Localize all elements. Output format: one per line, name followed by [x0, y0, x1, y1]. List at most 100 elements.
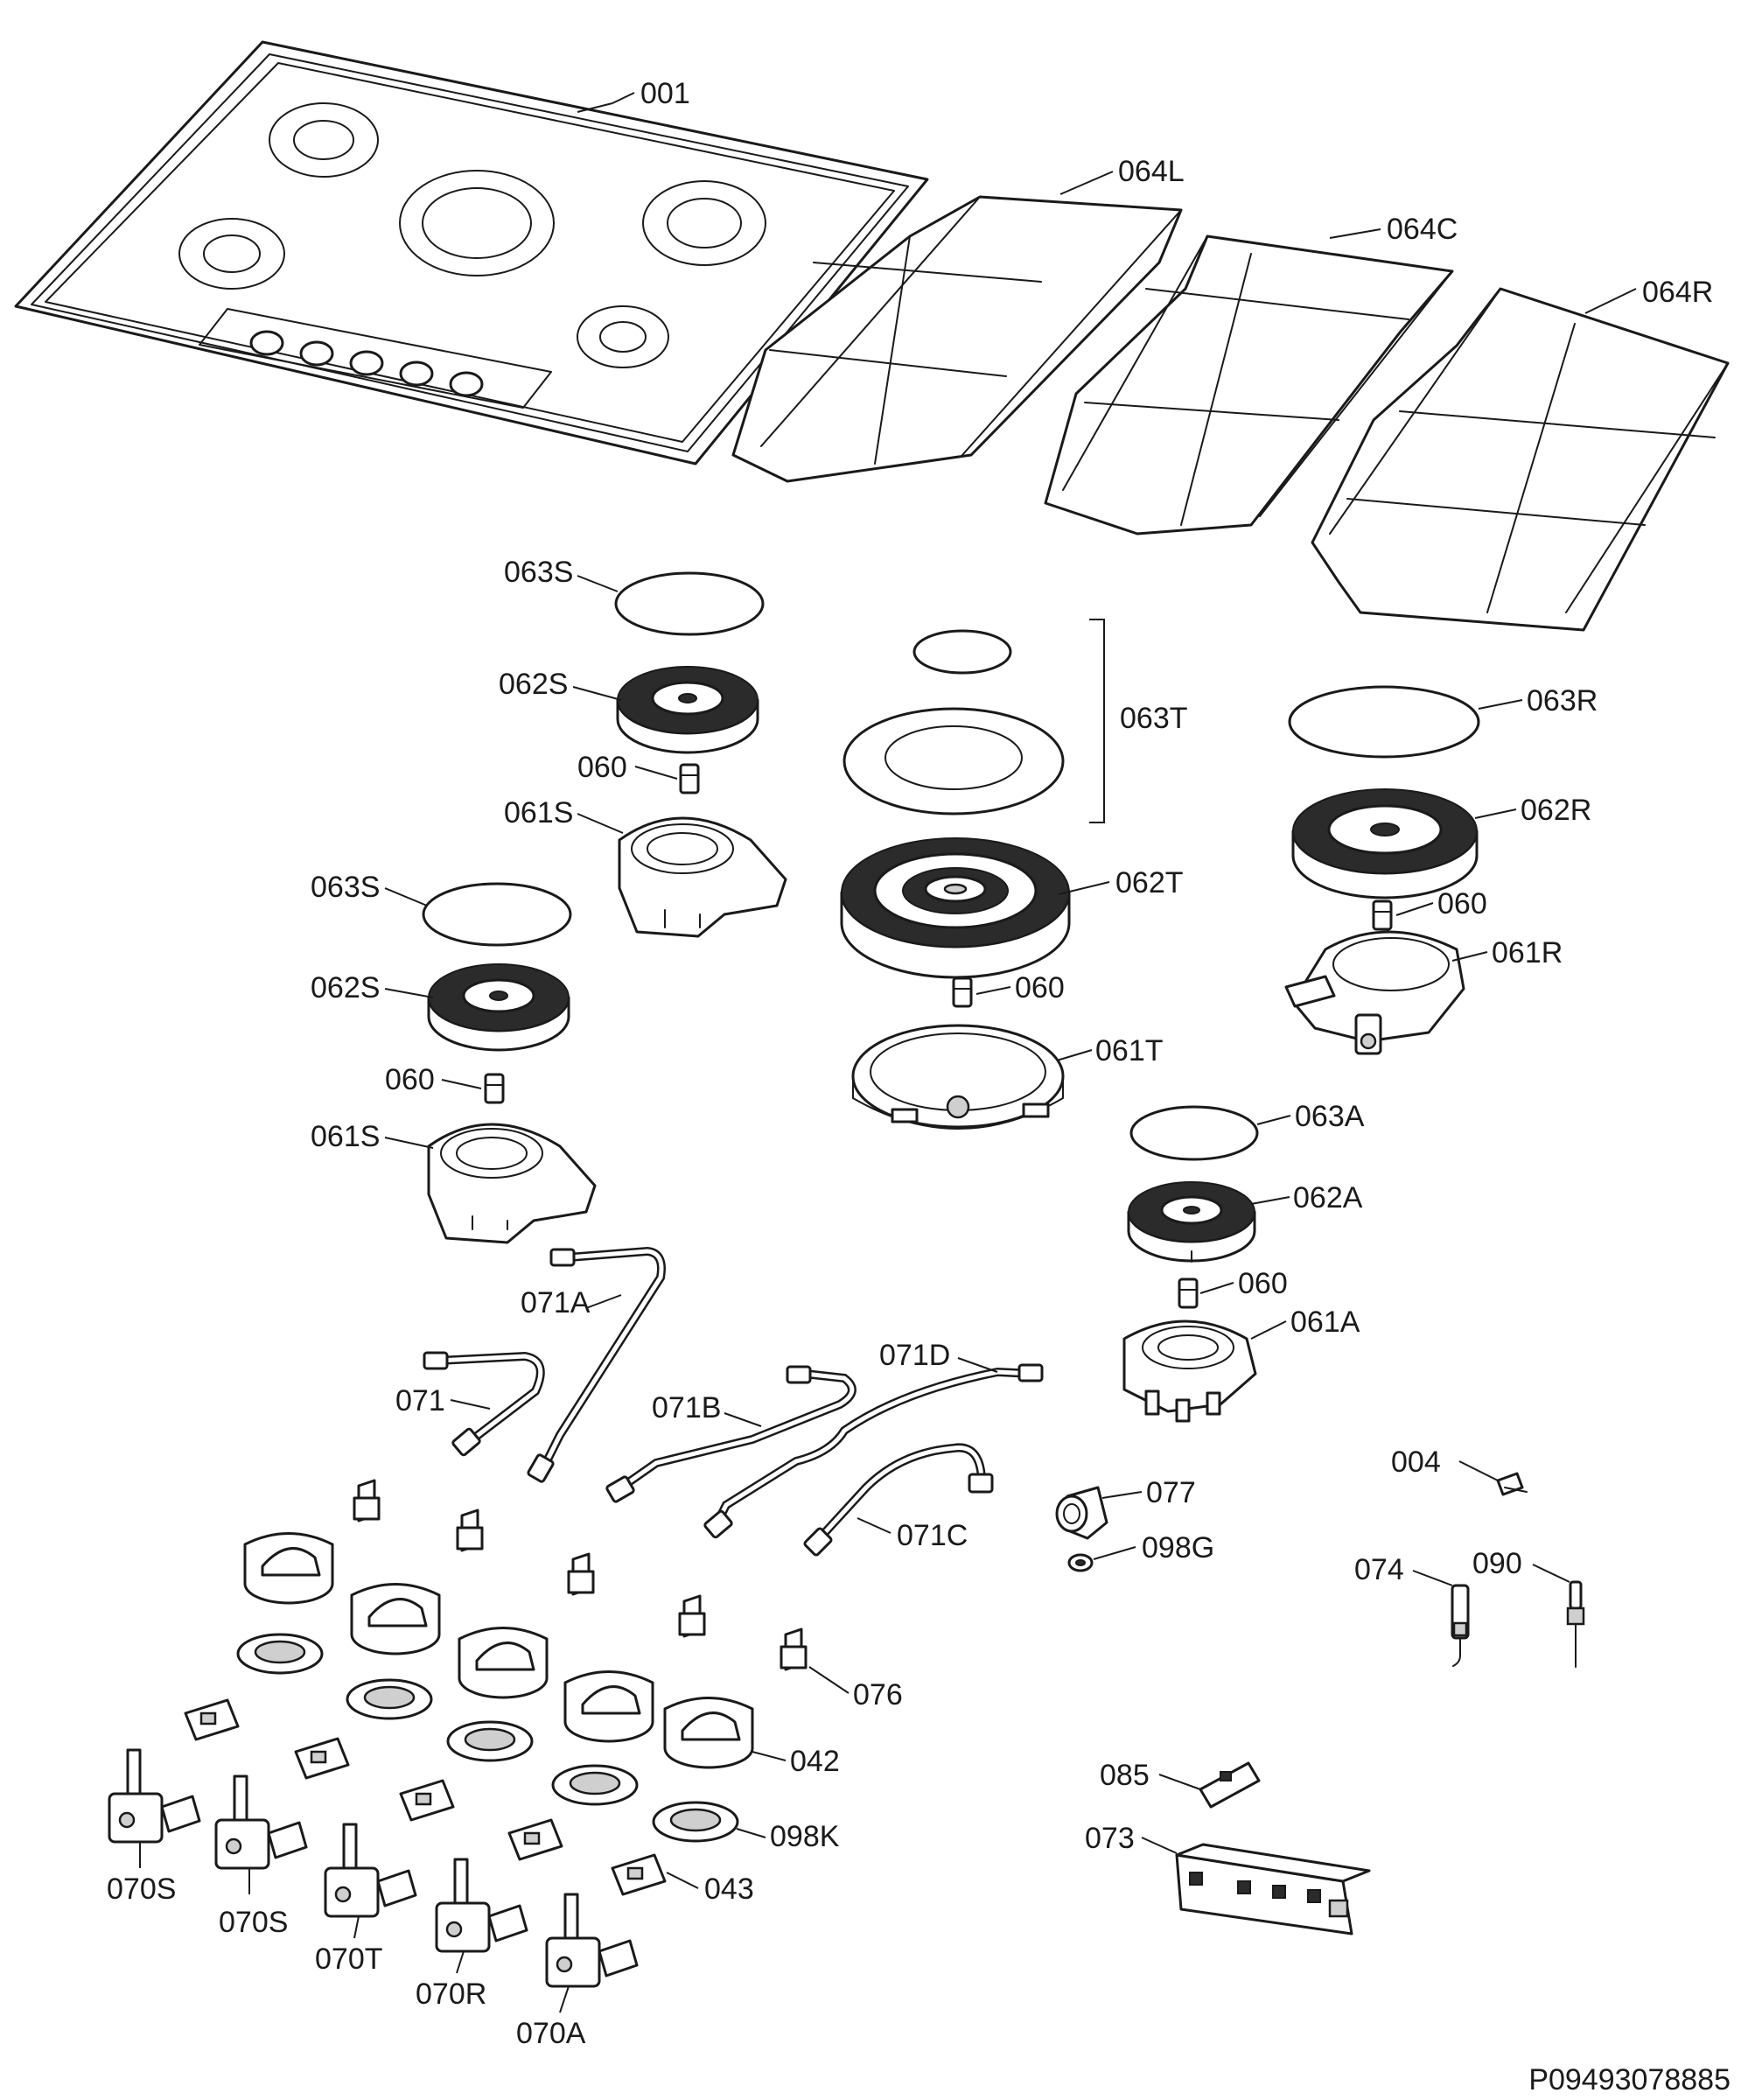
drawing-code: P09493078885: [1528, 2063, 1731, 2096]
burner-crown-062R[interactable]: [1291, 788, 1479, 900]
burner-cap-063S-lower[interactable]: [422, 882, 572, 947]
burner-crown-062T[interactable]: [840, 837, 1071, 979]
leader-071B: [724, 1412, 762, 1427]
spark-generator-073[interactable]: [1175, 1843, 1371, 1936]
label-061R: 061R: [1492, 936, 1563, 970]
burner-base-061A[interactable]: [1122, 1320, 1257, 1423]
label-062A: 062A: [1293, 1181, 1363, 1214]
label-070S-2: 070S: [219, 1906, 288, 1939]
burner-base-061T[interactable]: [851, 1024, 1065, 1130]
label-063A: 063A: [1295, 1100, 1365, 1133]
label-074: 074: [1354, 1553, 1404, 1586]
injector-060-right[interactable]: [1372, 900, 1393, 931]
leader-064L: [1059, 171, 1114, 195]
label-098K: 098K: [770, 1820, 840, 1853]
burner-cap-063R[interactable]: [1288, 685, 1480, 759]
label-062S-lower: 062S: [311, 971, 380, 1004]
burner-cap-063A[interactable]: [1129, 1105, 1259, 1161]
label-064R: 064R: [1642, 276, 1713, 309]
leader-073: [1141, 1837, 1178, 1854]
injector-060-center[interactable]: [952, 976, 973, 1008]
pan-support-center[interactable]: [1044, 234, 1454, 536]
label-043: 043: [704, 1872, 754, 1906]
label-064C: 064C: [1387, 213, 1458, 246]
leader-064C: [1329, 228, 1381, 239]
label-076: 076: [853, 1678, 903, 1712]
leader-070A: [559, 1985, 570, 2013]
burner-cap-063S-upper[interactable]: [614, 571, 765, 636]
brackets-076[interactable]: [353, 1479, 808, 1671]
gas-pipe-071A[interactable]: [527, 1246, 666, 1483]
gas-pipe-071D[interactable]: [703, 1363, 1044, 1539]
burner-crown-062S-upper[interactable]: [616, 666, 759, 754]
burner-base-061S-upper[interactable]: [618, 816, 787, 938]
label-001: 001: [640, 77, 690, 110]
injector-060-aux[interactable]: [1178, 1278, 1199, 1309]
gas-pipe-071B[interactable]: [605, 1365, 857, 1503]
knob-bezels-098K[interactable]: [236, 1633, 739, 1843]
leader-062A: [1250, 1196, 1290, 1205]
leader-061T: [1056, 1049, 1093, 1061]
pan-support-left[interactable]: [731, 195, 1183, 483]
leader-077: [1101, 1491, 1143, 1499]
seal-098G[interactable]: [1067, 1553, 1094, 1572]
gas-tap-070R[interactable]: [435, 1858, 528, 1953]
injector-060-lower[interactable]: [484, 1073, 505, 1104]
gas-pipe-071[interactable]: [423, 1351, 545, 1457]
burner-base-061S-lower[interactable]: [427, 1123, 597, 1244]
gas-tap-070S-2[interactable]: [214, 1774, 308, 1870]
label-060-aux: 060: [1238, 1267, 1288, 1300]
label-063S-lower: 063S: [311, 871, 380, 904]
leader-042: [752, 1751, 787, 1761]
leader-001b: [577, 102, 613, 113]
label-071B: 071B: [652, 1391, 721, 1424]
burner-crown-062S-lower[interactable]: [427, 963, 570, 1052]
clip-004[interactable]: [1496, 1472, 1528, 1496]
burner-crown-062A[interactable]: [1127, 1181, 1256, 1263]
leader-060-aux: [1199, 1282, 1234, 1294]
gas-tap-070A[interactable]: [545, 1893, 639, 1988]
label-064L: 064L: [1118, 155, 1185, 188]
label-060-lower: 060: [385, 1063, 435, 1096]
label-077: 077: [1146, 1476, 1196, 1509]
burner-base-061R[interactable]: [1284, 930, 1465, 1055]
leader-060-center: [975, 986, 1011, 995]
label-061S-upper: 061S: [504, 796, 573, 830]
gas-tap-070T[interactable]: [324, 1823, 417, 1918]
label-071A: 071A: [521, 1286, 591, 1320]
leader-071A: [585, 1294, 622, 1309]
label-070A: 070A: [516, 2017, 586, 2050]
cable-holder-085[interactable]: [1199, 1761, 1261, 1809]
label-004: 004: [1391, 1446, 1441, 1479]
label-063S-upper: 063S: [504, 556, 573, 589]
label-070S-1: 070S: [107, 1872, 176, 1906]
elbow-connector-077[interactable]: [1055, 1486, 1108, 1540]
label-071: 071: [395, 1384, 445, 1418]
leader-062S-upper: [572, 686, 622, 701]
leader-060-upper: [634, 766, 678, 780]
leader-062T: [1058, 881, 1110, 895]
leader-063A: [1256, 1115, 1291, 1125]
burner-cap-063T-small[interactable]: [912, 629, 1012, 675]
leader-098G: [1093, 1546, 1136, 1560]
leader-098K: [736, 1828, 766, 1838]
hob-top-plate[interactable]: [14, 40, 929, 466]
thermocouple-090[interactable]: [1566, 1580, 1585, 1668]
control-knobs-042[interactable]: [243, 1532, 754, 1769]
ignition-electrode-074[interactable]: [1451, 1584, 1470, 1667]
injector-060-upper[interactable]: [679, 763, 700, 794]
label-090: 090: [1472, 1547, 1522, 1580]
leader-071: [450, 1399, 491, 1410]
label-070R: 070R: [416, 1978, 486, 2011]
label-073: 073: [1085, 1822, 1135, 1855]
pan-support-right[interactable]: [1311, 287, 1730, 632]
leader-060-lower: [441, 1079, 482, 1089]
burner-cap-063T-ring[interactable]: [843, 707, 1065, 816]
leader-085: [1158, 1774, 1201, 1790]
label-062R: 062R: [1521, 794, 1591, 827]
label-060-center: 060: [1015, 971, 1065, 1004]
gas-tap-070S-1[interactable]: [108, 1748, 201, 1844]
gas-pipe-071C[interactable]: [803, 1443, 994, 1557]
leader-004: [1458, 1460, 1499, 1481]
ignition-microswitches-043[interactable]: [184, 1698, 667, 1896]
